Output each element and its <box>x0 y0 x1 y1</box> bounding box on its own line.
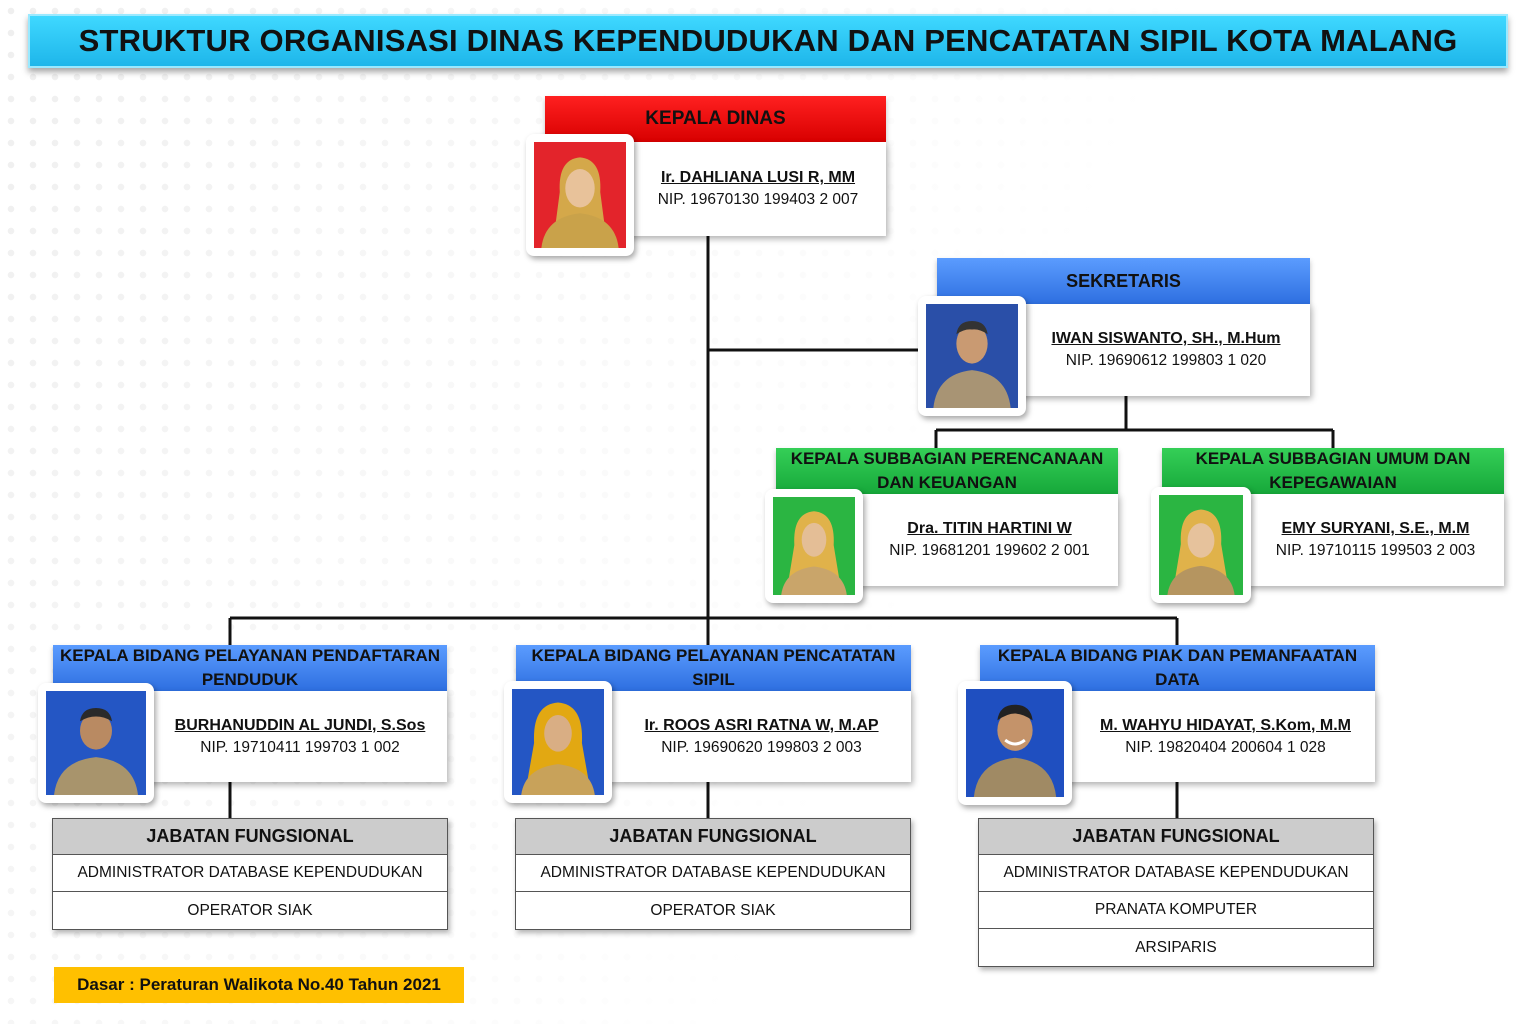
fungsional-title: JABATAN FUNGSIONAL <box>53 819 447 855</box>
subbagian-perencanaan-role: KEPALA SUBBAGIAN PERENCANAAN DAN KEUANGA… <box>790 449 1104 492</box>
fungsional-item: OPERATOR SIAK <box>650 901 776 919</box>
portrait-icon <box>512 689 604 795</box>
bidang-piak-name: M. WAHYU HIDAYAT, S.Kom, M.M <box>1100 716 1351 734</box>
bidang-pendaftaran-photo <box>38 683 154 803</box>
portrait-icon <box>1159 495 1243 595</box>
dasar-label: Dasar : Peraturan Walikota No.40 Tahun 2… <box>54 967 464 1003</box>
bidang-pendaftaran-name: BURHANUDDIN AL JUNDI, S.Sos <box>174 716 426 734</box>
sekretaris-name: IWAN SISWANTO, SH., M.Hum <box>1051 330 1281 347</box>
fungsional-box-pencatatan: JABATAN FUNGSIONAL ADMINISTRATOR DATABAS… <box>515 818 911 930</box>
fungsional-item: OPERATOR SIAK <box>187 901 313 919</box>
fungsional-item: ADMINISTRATOR DATABASE KEPENDUDUKAN <box>516 855 910 892</box>
sekretaris-photo <box>918 296 1026 416</box>
kepala-dinas-photo <box>526 134 634 256</box>
subbagian-umum-photo <box>1151 487 1251 603</box>
bidang-pencatatan-header: KEPALA BIDANG PELAYANAN PENCATATAN SIPIL <box>516 645 911 691</box>
fungsional-title: JABATAN FUNGSIONAL <box>979 819 1373 855</box>
title-banner: STRUKTUR ORGANISASI DINAS KEPENDUDUKAN D… <box>28 14 1508 68</box>
bidang-piak-role: KEPALA BIDANG PIAK DAN PEMANFAATAN DATA <box>997 646 1358 689</box>
dasar-text: Dasar : Peraturan Walikota No.40 Tahun 2… <box>77 975 441 994</box>
fungsional-title: JABATAN FUNGSIONAL <box>516 819 910 855</box>
kepala-dinas-nip: NIP. 19670130 199403 2 007 <box>657 191 859 208</box>
subbagian-perencanaan-photo <box>765 489 863 603</box>
fungsional-item: ADMINISTRATOR DATABASE KEPENDUDUKAN <box>979 855 1373 892</box>
fungsional-item: ARSIPARIS <box>1135 938 1217 956</box>
portrait-icon <box>773 497 855 595</box>
subbagian-umum-nip: NIP. 19710115 199503 2 003 <box>1275 542 1476 559</box>
subbagian-perencanaan-header: KEPALA SUBBAGIAN PERENCANAAN DAN KEUANGA… <box>776 448 1118 494</box>
fungsional-item: PRANATA KOMPUTER <box>979 892 1373 929</box>
bidang-piak-nip: NIP. 19820404 200604 1 028 <box>1125 738 1326 756</box>
bidang-pendaftaran-header: KEPALA BIDANG PELAYANAN PENDAFTARAN PEND… <box>53 645 447 691</box>
bidang-pencatatan-photo <box>504 681 612 803</box>
sekretaris-role: SEKRETARIS <box>1066 271 1181 291</box>
subbagian-umum-header: KEPALA SUBBAGIAN UMUM DAN KEPEGAWAIAN <box>1162 448 1504 494</box>
subbagian-umum-name: EMY SURYANI, S.E., M.M <box>1281 520 1470 537</box>
bidang-pencatatan-nip: NIP. 19690620 199803 2 003 <box>661 738 862 756</box>
portrait-icon <box>966 689 1064 797</box>
fungsional-box-piak: JABATAN FUNGSIONAL ADMINISTRATOR DATABAS… <box>978 818 1374 967</box>
sekretaris-nip: NIP. 19690612 199803 1 020 <box>1065 352 1267 369</box>
fungsional-item: ADMINISTRATOR DATABASE KEPENDUDUKAN <box>53 855 447 892</box>
page-title: STRUKTUR ORGANISASI DINAS KEPENDUDUKAN D… <box>78 23 1458 58</box>
portrait-icon <box>534 142 626 248</box>
bidang-pencatatan-role: KEPALA BIDANG PELAYANAN PENCATATAN SIPIL <box>531 646 896 689</box>
subbagian-perencanaan-nip: NIP. 19681201 199602 2 001 <box>889 542 1090 559</box>
subbagian-umum-role: KEPALA SUBBAGIAN UMUM DAN KEPEGAWAIAN <box>1195 449 1471 492</box>
portrait-icon <box>46 691 146 795</box>
fungsional-box-pendaftaran: JABATAN FUNGSIONAL ADMINISTRATOR DATABAS… <box>52 818 448 930</box>
bidang-pendaftaran-role: KEPALA BIDANG PELAYANAN PENDAFTARAN PEND… <box>59 646 440 689</box>
bidang-pencatatan-name: Ir. ROOS ASRI RATNA W, M.AP <box>644 716 879 734</box>
portrait-icon <box>926 304 1018 408</box>
bidang-pendaftaran-nip: NIP. 19710411 199703 1 002 <box>200 738 400 756</box>
kepala-dinas-name: Ir. DAHLIANA LUSI R, MM <box>660 169 856 186</box>
subbagian-perencanaan-name: Dra. TITIN HARTINI W <box>907 520 1072 537</box>
kepala-dinas-role: KEPALA DINAS <box>645 108 786 129</box>
bidang-piak-photo <box>958 681 1072 805</box>
